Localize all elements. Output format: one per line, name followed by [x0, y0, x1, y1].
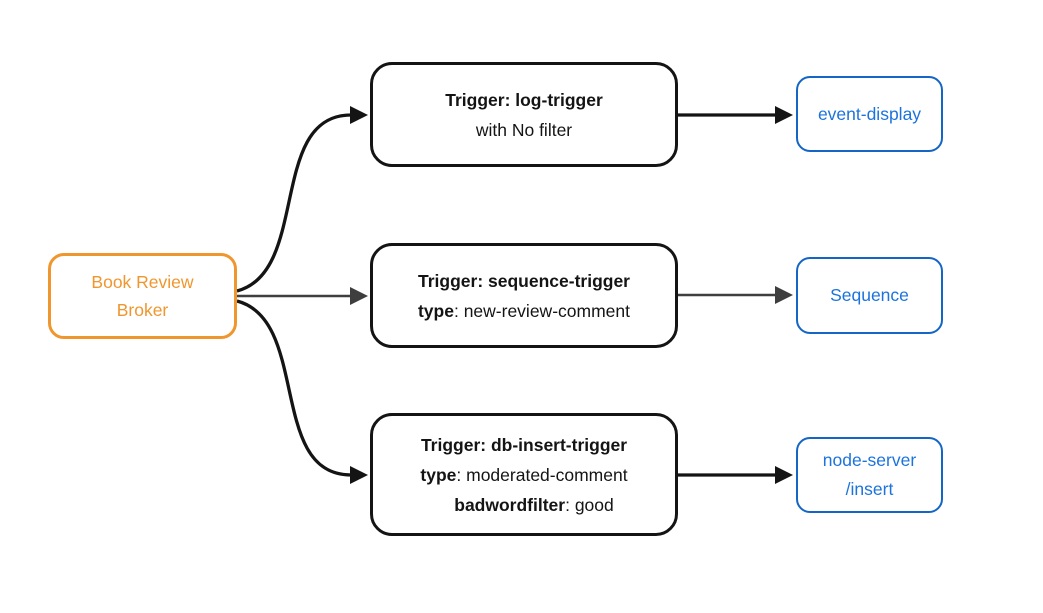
- arrow-broker-to-db-insert-trigger: [236, 299, 368, 484]
- sink-node-sequence: Sequence: [796, 257, 943, 334]
- trigger-title: Trigger: log-trigger: [445, 89, 603, 110]
- trigger-title: Trigger: sequence-trigger: [418, 270, 630, 291]
- sink-label: Sequence: [830, 285, 909, 305]
- arrow-broker-to-log-trigger: [236, 106, 368, 293]
- trigger-node-db-insert-trigger: Trigger: db-insert-trigger type: moderat…: [370, 413, 678, 536]
- trigger-attr-key: type: [420, 464, 457, 485]
- trigger-attr-line: type: new-review-comment: [418, 296, 630, 326]
- sink-label-line2: /insert: [845, 479, 894, 499]
- sink-node-event-display: event-display: [796, 76, 943, 152]
- trigger-attr-line: badwordfilter: good: [454, 490, 614, 520]
- trigger-node-log-trigger: Trigger: log-trigger with No filter: [370, 62, 678, 167]
- broker-label-line2: Broker: [116, 300, 169, 320]
- broker-node: Book Review Broker: [48, 253, 237, 339]
- trigger-attr-line: type: moderated-comment: [420, 460, 627, 490]
- trigger-attr-key: type: [417, 300, 454, 321]
- trigger-node-sequence-trigger: Trigger: sequence-trigger type: new-revi…: [370, 243, 678, 348]
- trigger-attr-value: : new-review-comment: [453, 300, 630, 321]
- sink-node-node-server-insert: node-server /insert: [796, 437, 943, 513]
- sink-label: event-display: [817, 103, 922, 124]
- broker-label-line1: Book Review: [91, 272, 194, 292]
- trigger-attr-value: : moderated-comment: [456, 464, 628, 485]
- sink-label-line1: node-server: [822, 450, 917, 470]
- trigger-attr-key: badwordfilter: [454, 494, 566, 515]
- trigger-filter-text: with No filter: [475, 119, 573, 140]
- trigger-attr-value: : good: [565, 494, 614, 515]
- trigger-title: Trigger: db-insert-trigger: [420, 434, 628, 455]
